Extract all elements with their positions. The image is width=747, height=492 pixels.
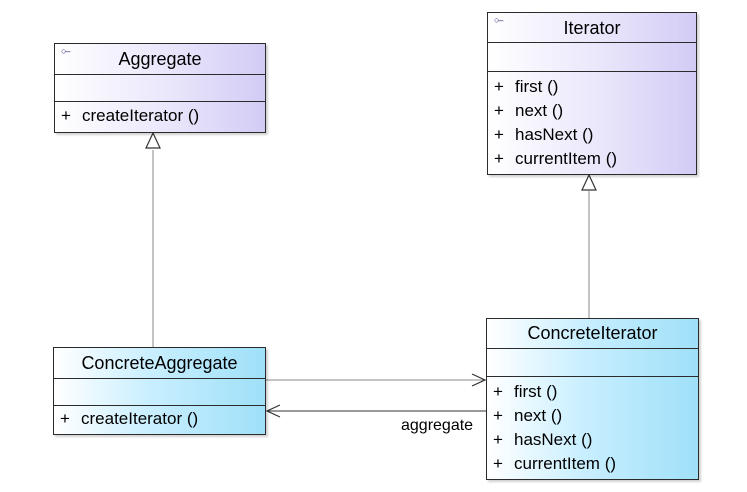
association-arrowhead bbox=[265, 404, 281, 418]
iterator-class[interactable]: ○– Iterator + first () + next () + hasNe… bbox=[487, 12, 697, 175]
operation-name: next () bbox=[514, 406, 563, 425]
operation: + first () bbox=[488, 75, 696, 99]
visibility-marker: + bbox=[494, 149, 504, 168]
visibility-marker: + bbox=[61, 106, 71, 125]
operation-name: hasNext () bbox=[515, 125, 594, 144]
operation-compartment: + first () + next () + hasNext () + curr… bbox=[487, 377, 698, 476]
generalization-arrowhead-iterator bbox=[581, 173, 597, 191]
operation: + currentItem () bbox=[488, 147, 696, 171]
aggregate-class-header: ○– Aggregate bbox=[55, 44, 265, 75]
concrete-aggregate-class[interactable]: ConcreteAggregate + createIterator () bbox=[53, 347, 266, 435]
operation: + next () bbox=[488, 99, 696, 123]
visibility-marker: + bbox=[494, 77, 504, 96]
operation-compartment: + createIterator () bbox=[54, 406, 265, 431]
operation: + createIterator () bbox=[55, 104, 265, 128]
generalization-arrowhead-aggregate bbox=[145, 131, 161, 149]
concrete-iterator-class-header: ConcreteIterator bbox=[487, 319, 698, 349]
interface-icon: ○– bbox=[494, 15, 504, 25]
operation-name: hasNext () bbox=[514, 430, 593, 449]
association-label: aggregate bbox=[401, 417, 474, 434]
visibility-marker: + bbox=[493, 406, 503, 425]
class-name: Aggregate bbox=[118, 49, 202, 69]
aggregate-class[interactable]: ○– Aggregate + createIterator () bbox=[54, 43, 266, 133]
iterator-class-header: ○– Iterator bbox=[488, 13, 696, 43]
attribute-compartment bbox=[487, 349, 698, 377]
concrete-iterator-class[interactable]: ConcreteIterator + first () + next () + … bbox=[486, 318, 699, 480]
operation: + next () bbox=[487, 404, 698, 428]
dependency-arrowhead bbox=[471, 373, 487, 387]
operation: + createIterator () bbox=[54, 407, 265, 431]
interface-icon: ○– bbox=[61, 46, 71, 56]
operation: + hasNext () bbox=[488, 123, 696, 147]
operation-name: currentItem () bbox=[514, 454, 617, 473]
visibility-marker: + bbox=[493, 382, 503, 401]
class-name: ConcreteAggregate bbox=[81, 353, 238, 373]
attribute-compartment bbox=[488, 43, 696, 72]
operation-name: first () bbox=[515, 77, 559, 96]
class-name: ConcreteIterator bbox=[527, 323, 658, 343]
visibility-marker: + bbox=[494, 101, 504, 120]
visibility-marker: + bbox=[494, 125, 504, 144]
attribute-compartment bbox=[55, 75, 265, 102]
operation-name: next () bbox=[515, 101, 564, 120]
class-name: Iterator bbox=[563, 18, 621, 38]
operation-name: currentItem () bbox=[515, 149, 618, 168]
operation: + hasNext () bbox=[487, 428, 698, 452]
operation-name: createIterator () bbox=[81, 409, 199, 428]
operation-name: first () bbox=[514, 382, 558, 401]
visibility-marker: + bbox=[493, 430, 503, 449]
operation-name: createIterator () bbox=[82, 106, 200, 125]
visibility-marker: + bbox=[493, 454, 503, 473]
operation: + first () bbox=[487, 380, 698, 404]
operation-compartment: + first () + next () + hasNext () + curr… bbox=[488, 72, 696, 171]
concrete-aggregate-class-header: ConcreteAggregate bbox=[54, 348, 265, 379]
visibility-marker: + bbox=[60, 409, 70, 428]
operation-compartment: + createIterator () bbox=[55, 102, 265, 128]
operation: + currentItem () bbox=[487, 452, 698, 476]
attribute-compartment bbox=[54, 379, 265, 406]
